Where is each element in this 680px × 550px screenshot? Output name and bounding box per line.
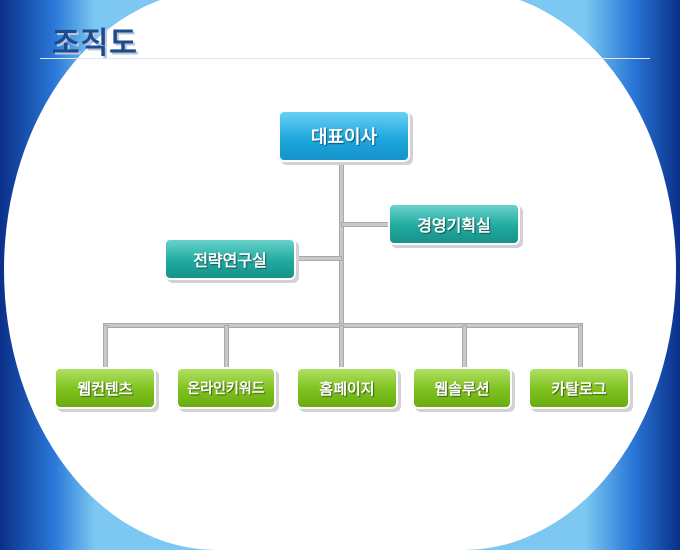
node-strategy-lab: 전략연구실: [164, 238, 296, 280]
connector-dept-3: [339, 325, 344, 369]
node-dept-catalog: 카탈로그: [528, 367, 630, 409]
connector-dept-5: [578, 325, 583, 369]
connector-dept-4: [462, 325, 467, 369]
node-dept-web-solution: 웹솔루션: [412, 367, 512, 409]
connector-staff-left: [294, 256, 342, 261]
connector-main-vertical: [339, 160, 344, 328]
connector-dept-2: [224, 325, 229, 369]
connector-staff-right: [341, 222, 391, 227]
node-ceo: 대표이사: [278, 110, 410, 162]
node-dept-web-contents: 웹컨텐츠: [54, 367, 156, 409]
node-dept-homepage: 홈페이지: [296, 367, 398, 409]
connector-dept-1: [103, 325, 108, 369]
page-title: 조직도: [52, 26, 138, 61]
node-planning-office: 경영기획실: [388, 203, 520, 245]
title-divider: [40, 58, 650, 59]
node-dept-online-keyword: 온라인키워드: [176, 367, 276, 409]
